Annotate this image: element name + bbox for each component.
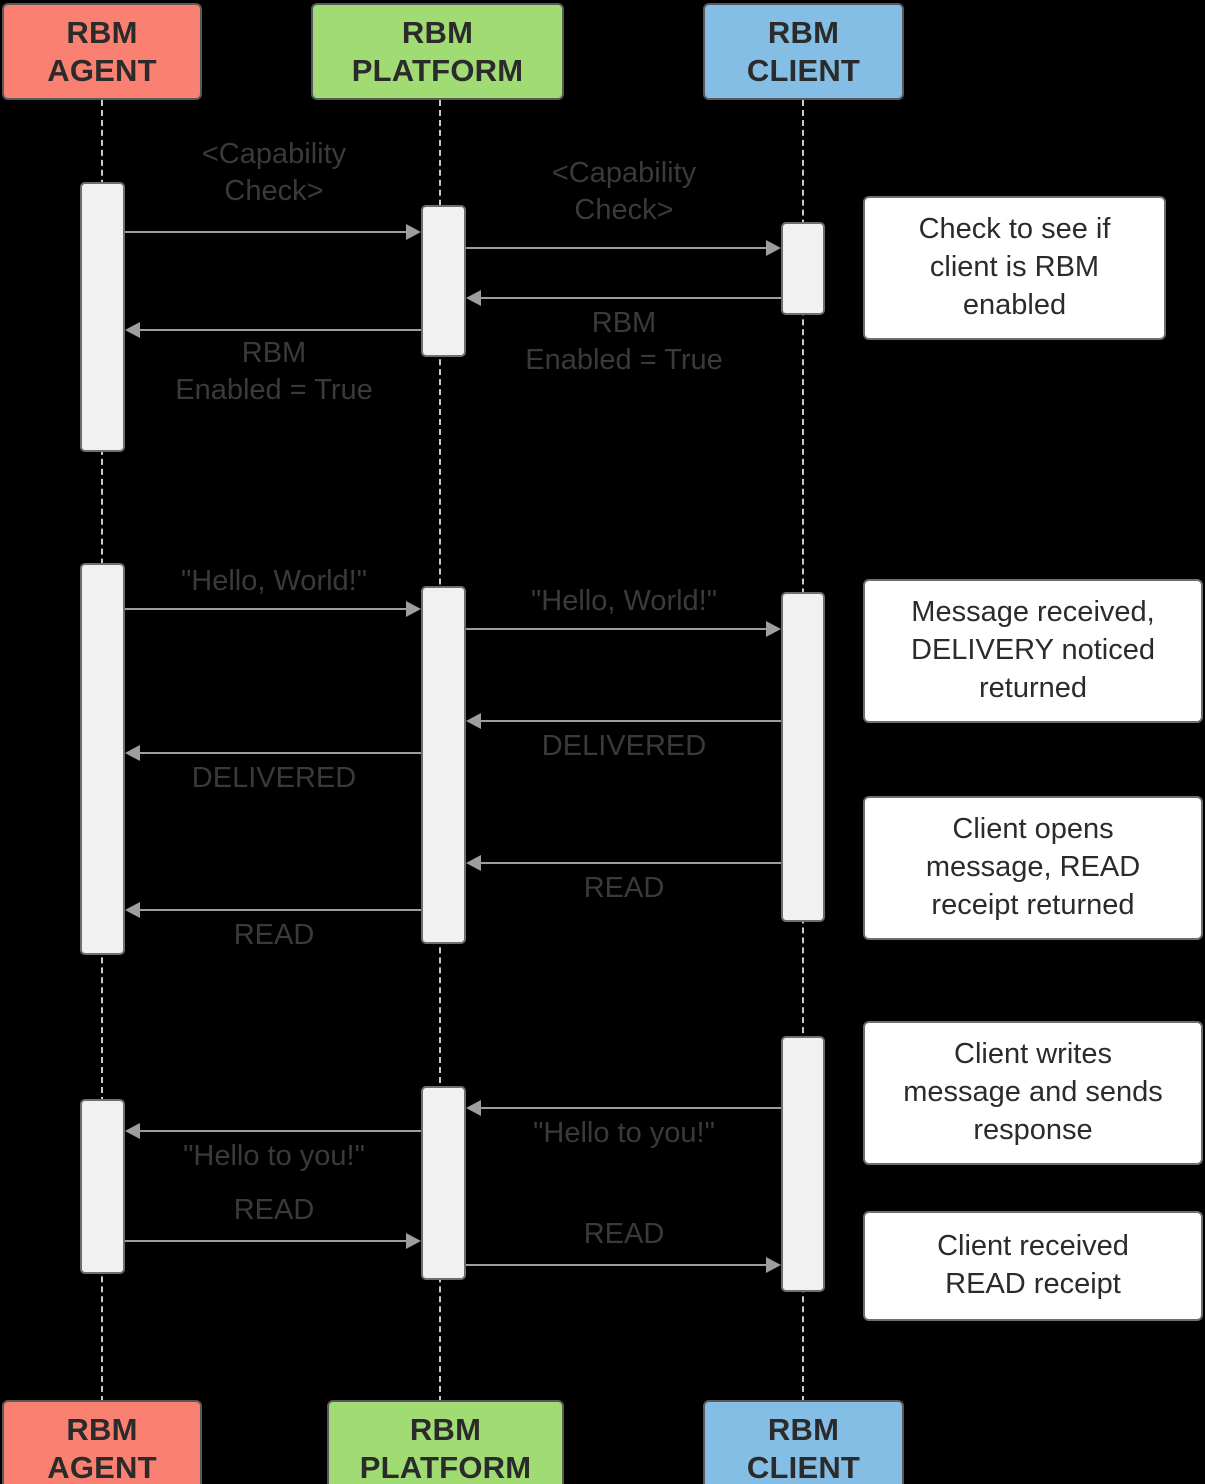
activation-client-2: [781, 592, 825, 922]
actor-header-agent-line2: AGENT: [47, 52, 157, 88]
message-label-delivered-2: DELIVERED: [541, 730, 707, 762]
message-arrowhead-hello-world-2: [766, 621, 781, 637]
actor-header-client-line1: RBM: [767, 14, 840, 50]
actor-footer-platform-line2: PLATFORM: [359, 1449, 532, 1484]
message-line-capability-check-1: [125, 231, 406, 233]
actor-footer-client[interactable]: RBM CLIENT: [703, 1400, 904, 1484]
message-line-delivered-2: [481, 720, 781, 722]
message-arrowhead-delivered-2: [466, 713, 481, 729]
actor-footer-client-line2: CLIENT: [746, 1449, 861, 1484]
actor-header-agent-line1: RBM: [66, 14, 138, 50]
message-line-rbm-enabled-1: [140, 329, 421, 331]
message-arrowhead-hello-world-1: [406, 601, 421, 617]
message-label-hello-to-you-2: "Hello to you!": [533, 1117, 715, 1149]
activation-agent-2: [80, 563, 125, 955]
activation-agent-3: [80, 1099, 125, 1274]
message-arrowhead-capability-check-1: [406, 224, 421, 240]
message-arrowhead-read-block3-client: [766, 1257, 781, 1273]
message-arrowhead-rbm-enabled-1: [125, 322, 140, 338]
message-label-rbm-enabled-2: RBM Enabled = True: [525, 307, 723, 377]
message-line-hello-to-you-1: [140, 1130, 421, 1132]
message-label-read-block3-client: READ: [583, 1218, 665, 1250]
message-arrowhead-hello-to-you-1: [125, 1123, 140, 1139]
actor-header-agent[interactable]: RBM AGENT: [2, 3, 202, 100]
actor-footer-client-line1: RBM: [767, 1411, 840, 1447]
message-arrowhead-hello-to-you-2: [466, 1100, 481, 1116]
message-arrowhead-read-block2-agent: [125, 902, 140, 918]
message-line-capability-check-2: [466, 247, 766, 249]
activation-platform-1: [421, 205, 466, 357]
actor-footer-agent[interactable]: RBM AGENT: [2, 1400, 202, 1484]
message-label-read-block2-agent: READ: [233, 919, 315, 951]
message-arrowhead-capability-check-2: [766, 240, 781, 256]
message-line-read-block2-agent: [140, 909, 421, 911]
actor-header-platform-line2: PLATFORM: [351, 52, 524, 88]
message-label-capability-check-2: <Capability Check>: [551, 157, 697, 227]
activation-platform-2: [421, 586, 466, 944]
message-label-read-block3-platform: READ: [233, 1194, 315, 1226]
activation-client-1: [781, 222, 825, 315]
actor-header-platform-line1: RBM: [401, 14, 474, 50]
message-label-hello-world-1: "Hello, World!": [180, 565, 368, 597]
message-arrowhead-delivered-1: [125, 745, 140, 761]
message-line-rbm-enabled-2: [481, 297, 781, 299]
message-line-hello-to-you-2: [481, 1107, 781, 1109]
message-label-capability-check-1: <Capability Check>: [201, 138, 347, 208]
message-label-read-block2-platform: READ: [583, 872, 665, 904]
note-client-writes-message: Client writes message and sends response: [863, 1021, 1203, 1165]
message-arrowhead-rbm-enabled-2: [466, 290, 481, 306]
message-line-delivered-1: [140, 752, 421, 754]
message-label-hello-world-2: "Hello, World!": [530, 585, 718, 617]
actor-footer-agent-line1: RBM: [66, 1411, 138, 1447]
message-arrowhead-read-block3-platform: [406, 1233, 421, 1249]
message-label-rbm-enabled-1: RBM Enabled = True: [175, 337, 373, 407]
actor-footer-platform[interactable]: RBM PLATFORM: [327, 1400, 564, 1484]
note-capability-check: Check to see if client is RBM enabled: [863, 196, 1166, 340]
actor-header-platform[interactable]: RBM PLATFORM: [311, 3, 564, 100]
activation-platform-3: [421, 1086, 466, 1280]
message-line-hello-world-2: [466, 628, 766, 630]
actor-footer-agent-line2: AGENT: [47, 1449, 157, 1484]
message-label-delivered-1: DELIVERED: [191, 762, 357, 794]
actor-footer-platform-line1: RBM: [409, 1411, 482, 1447]
message-label-hello-to-you-1: "Hello to you!": [183, 1140, 365, 1172]
note-client-received-read: Client received READ receipt: [863, 1211, 1203, 1321]
note-message-received: Message received, DELIVERY noticed retur…: [863, 579, 1203, 723]
message-line-read-block3-client: [466, 1264, 766, 1266]
actor-header-client-line2: CLIENT: [746, 52, 861, 88]
message-arrowhead-read-block2-platform: [466, 855, 481, 871]
activation-agent-1: [80, 182, 125, 452]
message-line-hello-world-1: [125, 608, 406, 610]
note-client-opens-message: Client opens message, READ receipt retur…: [863, 796, 1203, 940]
activation-client-3: [781, 1036, 825, 1292]
message-line-read-block3-platform: [125, 1240, 406, 1242]
actor-header-client[interactable]: RBM CLIENT: [703, 3, 904, 100]
message-line-read-block2-platform: [481, 862, 781, 864]
